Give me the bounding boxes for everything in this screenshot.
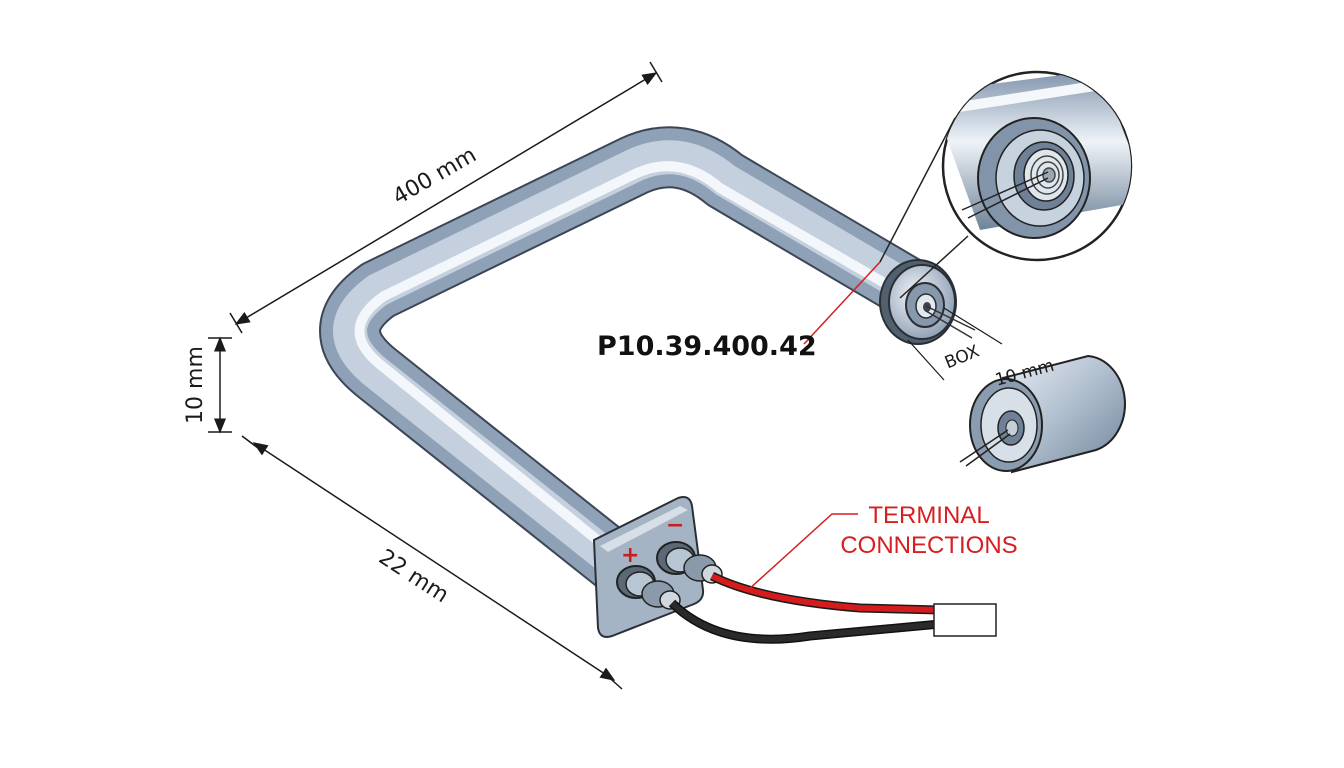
negative-sign: − [666, 513, 684, 538]
positive-sign: + [621, 543, 639, 568]
part-number-callout: P10.39.400.42 [597, 261, 881, 362]
dim-line-400 [234, 72, 658, 325]
magnified-detail [879, 70, 1133, 299]
positive-terminal-fitting [616, 565, 681, 610]
terminal-callout: TERMINAL CONNECTIONS [747, 502, 1018, 591]
terminal-label-line2: CONNECTIONS [840, 532, 1017, 559]
dim-label-22: 22 mm [374, 545, 453, 608]
box-label: BOX [942, 341, 983, 373]
dim-label-400: 400 mm [389, 143, 481, 211]
cable-jacket [933, 603, 997, 637]
terminal-block: + − [592, 496, 723, 638]
part-number: P10.39.400.42 [597, 331, 817, 362]
part-number-leader [803, 261, 881, 345]
positive-wire [710, 573, 941, 613]
terminal-leader [747, 513, 858, 591]
dim-label-10: 10 mm [183, 346, 208, 424]
terminal-label-line1: TERMINAL [868, 502, 989, 529]
cylinder-detail [959, 354, 1126, 474]
tube-end-cap [879, 259, 976, 345]
dim-line-22 [252, 442, 616, 681]
wires [668, 571, 997, 644]
heating-tube [319, 126, 936, 599]
